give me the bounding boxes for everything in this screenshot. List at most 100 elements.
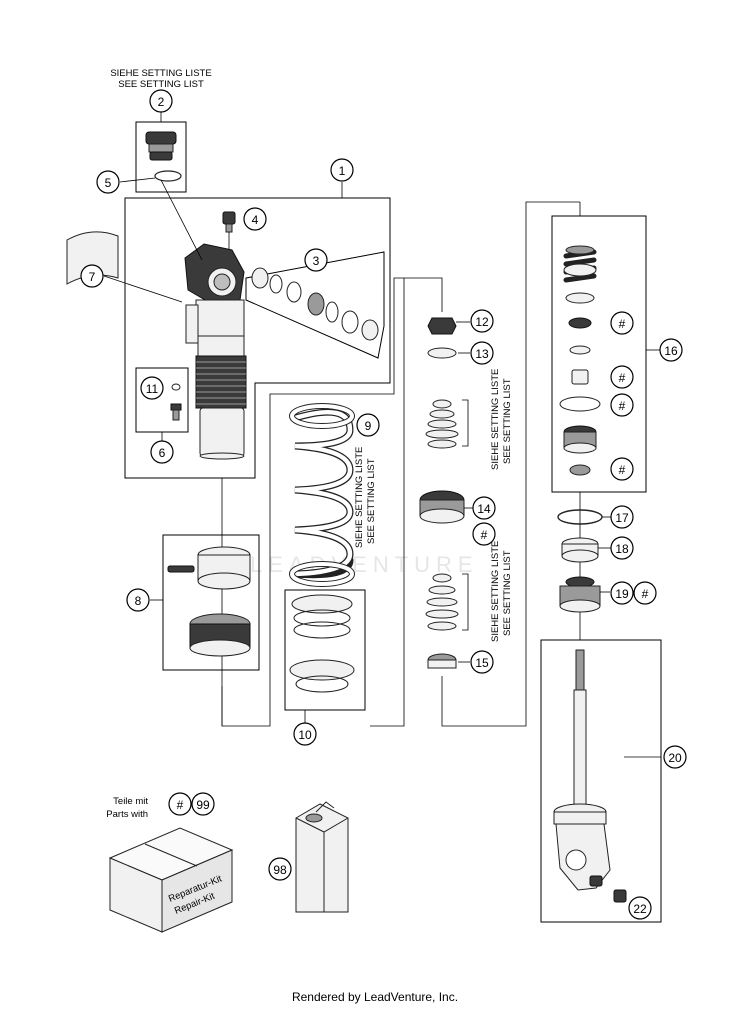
repair-kit-box-part: Reparatur-Kit Repair-Kit (108, 827, 234, 933)
svg-text:8: 8 (135, 594, 142, 608)
valve-part (170, 383, 182, 421)
callout-19: 19 (610, 581, 634, 605)
callout-15: 15 (470, 650, 494, 674)
svg-text:#: # (481, 528, 488, 542)
callout-10: 10 (293, 722, 317, 746)
callout-98: 98 (268, 857, 292, 881)
svg-text:98: 98 (273, 863, 287, 877)
callout-16: 16 (659, 338, 683, 362)
svg-text:17: 17 (615, 511, 629, 525)
callout-12: 12 (470, 309, 494, 333)
item-16-frame (551, 215, 647, 493)
spring-plates-part (289, 594, 355, 693)
svg-text:13: 13 (475, 347, 489, 361)
callout-3: 3 (304, 248, 328, 272)
svg-text:99: 99 (196, 798, 210, 812)
setting-note-top-de: SIEHE SETTING LISTE (110, 68, 211, 79)
svg-text:2: 2 (158, 95, 165, 109)
callout-kit-99: 99 (191, 792, 215, 816)
callout-11: 11 (140, 376, 164, 400)
setting-note-stack-upper-en: SEE SETTING LIST (502, 378, 513, 464)
callout-16-hash-2: # (610, 365, 634, 389)
svg-text:22: 22 (633, 902, 647, 916)
svg-text:16: 16 (664, 344, 678, 358)
svg-text:11: 11 (146, 382, 159, 396)
screw-part (222, 211, 236, 233)
item-6-frame (135, 367, 189, 433)
callout-7: 7 (80, 264, 104, 288)
callout-17: 17 (610, 505, 634, 529)
footer-credit: Rendered by LeadVenture, Inc. (291, 990, 459, 1004)
svg-text:14: 14 (477, 502, 491, 516)
callout-8: 8 (126, 588, 150, 612)
shim-stack-upper-part (425, 399, 459, 449)
bolt-part (613, 889, 627, 903)
svg-text:6: 6 (159, 446, 166, 460)
callout-1: 1 (330, 158, 354, 182)
seal-kit-part (251, 267, 379, 341)
callout-22: 22 (628, 896, 652, 920)
piston-part (419, 490, 465, 524)
callout-19-hash: # (633, 581, 657, 605)
svg-text:9: 9 (365, 419, 372, 433)
svg-text:12: 12 (475, 315, 489, 329)
svg-text:7: 7 (89, 270, 96, 284)
setting-note-stack-lower-en: SEE SETTING LIST (502, 550, 513, 636)
adjuster-cartridge-part (145, 131, 177, 161)
preload-adjuster-part (167, 546, 251, 657)
seal-head-part (559, 576, 601, 613)
item-20-frame (540, 639, 662, 923)
svg-text:18: 18 (615, 542, 629, 556)
callout-16-hash-3: # (610, 393, 634, 417)
callout-9: 9 (356, 413, 380, 437)
svg-text:#: # (619, 317, 626, 331)
callout-kit-hash: # (168, 792, 192, 816)
setting-note-stack-upper-de: SIEHE SETTING LISTE (490, 369, 501, 470)
item-8-frame (162, 534, 260, 671)
svg-text:3: 3 (313, 254, 320, 268)
shock-body-part (184, 243, 247, 460)
callout-6: 6 (150, 440, 174, 464)
svg-text:4: 4 (252, 213, 259, 227)
kit-legend-en: Parts with (106, 809, 148, 820)
kit-legend-de: Teile mit (113, 796, 148, 807)
svg-text:#: # (619, 463, 626, 477)
assembly-1-frame (124, 197, 391, 479)
callout-14: 14 (472, 496, 496, 520)
setting-note-top-en: SEE SETTING LIST (118, 79, 204, 90)
nut-part (427, 317, 457, 335)
setting-note-stack-lower-de: SIEHE SETTING LISTE (490, 541, 501, 642)
watermark-text: LEADVENTURE (250, 552, 479, 577)
item-3-frame (245, 251, 385, 359)
svg-text:1: 1 (339, 164, 346, 178)
svg-text:15: 15 (475, 656, 489, 670)
valve-kit-part (559, 245, 601, 476)
svg-text:20: 20 (668, 751, 682, 765)
callout-13: 13 (470, 341, 494, 365)
washer-part (427, 347, 457, 359)
callout-18: 18 (610, 536, 634, 560)
item-10-frame (284, 589, 366, 711)
svg-text:#: # (619, 399, 626, 413)
svg-text:#: # (642, 587, 649, 601)
callout-16-hash-1: # (610, 311, 634, 335)
callout-5: 5 (96, 170, 120, 194)
svg-text:19: 19 (615, 587, 629, 601)
setting-note-spring-en: SEE SETTING LIST (366, 458, 377, 544)
stop-washer-part (427, 653, 457, 669)
callout-2: 2 (149, 89, 173, 113)
oil-can-part (295, 801, 349, 913)
callout-14-hash: # (472, 522, 496, 546)
protector-sleeve-part (66, 231, 119, 285)
svg-text:5: 5 (105, 176, 112, 190)
svg-text:#: # (619, 371, 626, 385)
spring-part (289, 403, 355, 587)
svg-text:#: # (177, 798, 184, 812)
callout-20: 20 (663, 745, 687, 769)
svg-text:10: 10 (298, 728, 312, 742)
callout-16-hash-4: # (610, 457, 634, 481)
piston-rod-part (553, 649, 611, 891)
callout-4: 4 (243, 207, 267, 231)
guide-bushing-part (561, 537, 599, 563)
